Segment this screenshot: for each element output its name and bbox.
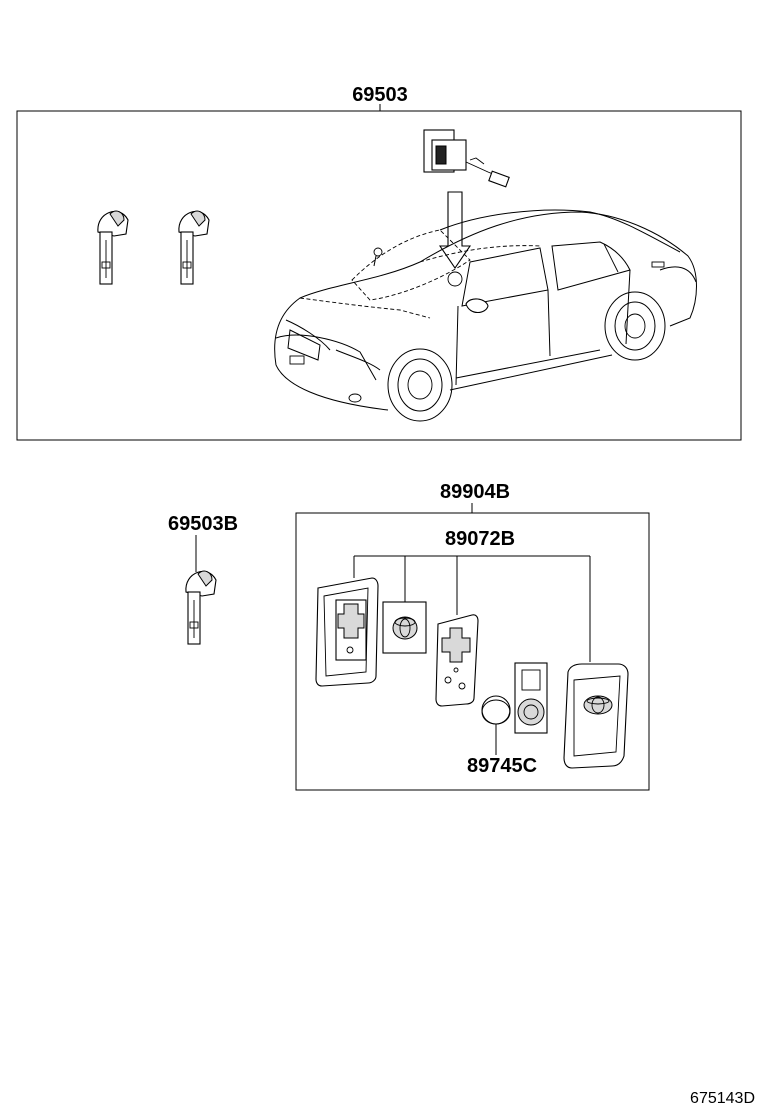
label-89072B: 89072B [445, 528, 515, 550]
emblem-plate [382, 601, 427, 654]
box-89904B [295, 512, 650, 791]
label-69503: 69503 [352, 84, 408, 106]
housing-back [315, 577, 379, 687]
box-69503 [16, 110, 742, 441]
part-69503B: 69503B [168, 513, 238, 645]
location-arrow [438, 191, 472, 287]
mechanical-key-1 [97, 210, 129, 285]
front-cover [563, 663, 629, 769]
battery-holder [514, 662, 548, 734]
label-89745C: 89745C [467, 755, 537, 777]
lock-module [423, 129, 510, 188]
coin-battery [481, 695, 511, 725]
figure-code: 675143D [690, 1090, 755, 1107]
assembly-69503: 69503 [16, 84, 742, 441]
leader-89072B [353, 555, 591, 662]
assembly-89904B: 89904B 89072B [295, 481, 650, 791]
mechanical-key-2 [178, 210, 210, 285]
label-69503B: 69503B [168, 513, 238, 535]
key-blank-icon [185, 570, 217, 645]
vehicle-outline [274, 209, 697, 422]
circuit-board [435, 614, 479, 707]
label-89904B: 89904B [440, 481, 510, 503]
